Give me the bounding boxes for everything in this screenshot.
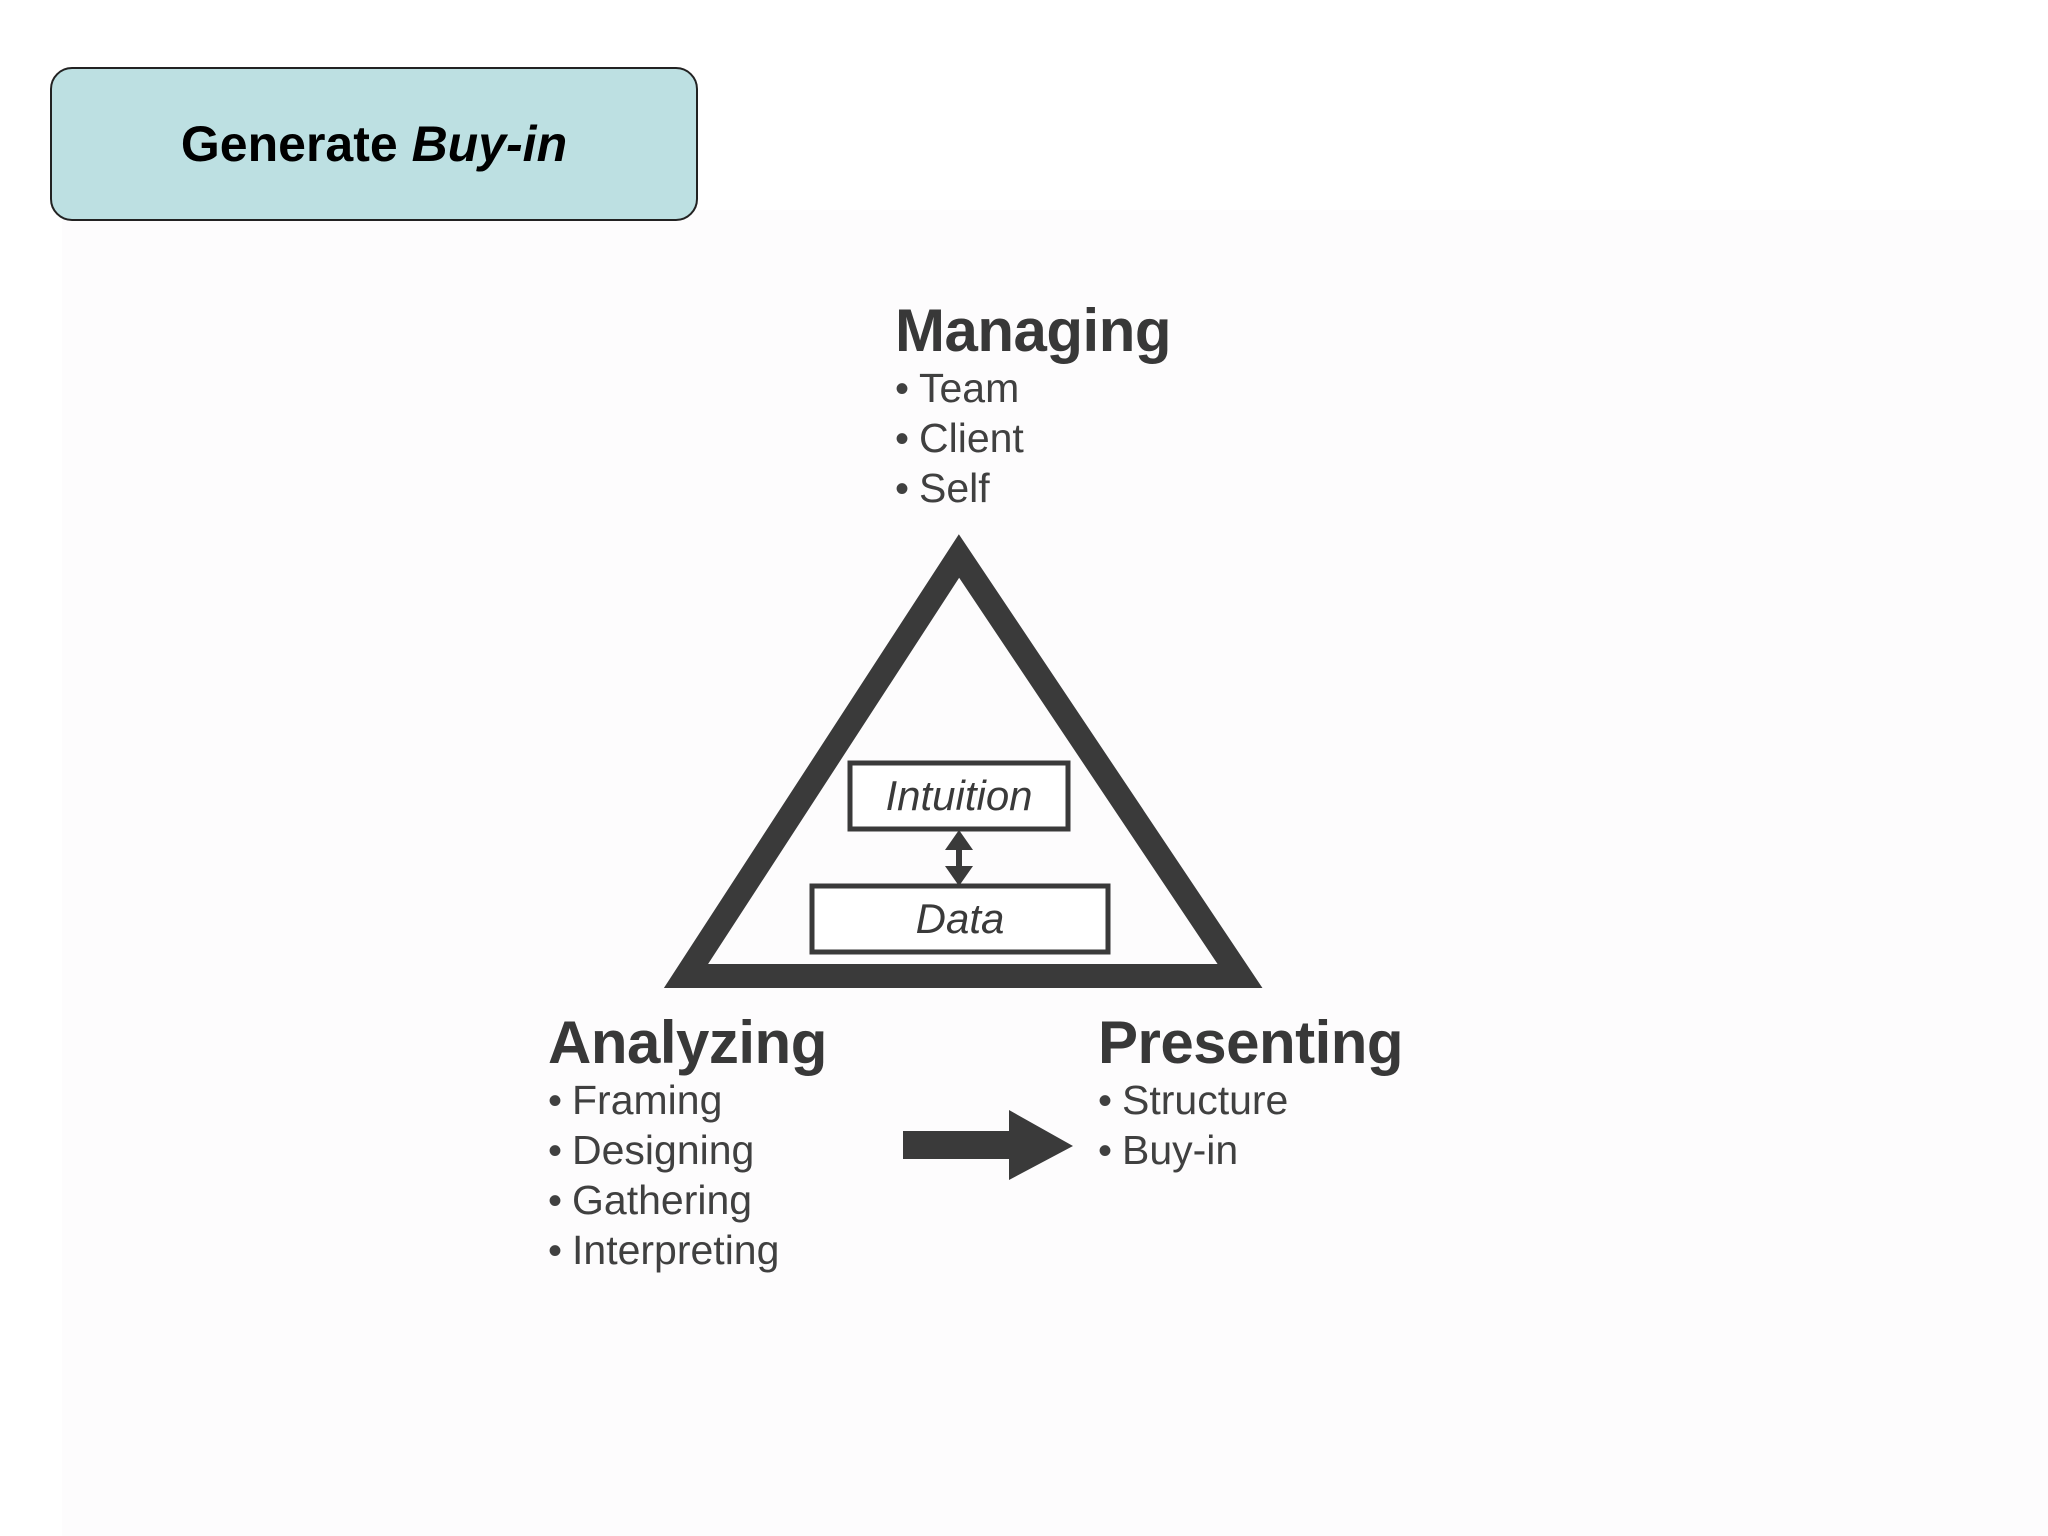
list-item: •Client <box>895 414 1171 464</box>
list-item: •Buy-in <box>1098 1126 1403 1176</box>
double-arrow-icon <box>945 830 973 886</box>
list-item: •Self <box>895 464 1171 514</box>
list-item: •Designing <box>548 1126 827 1176</box>
title-banner: Generate Buy-in <box>50 67 698 221</box>
slide-title: Generate Buy-in <box>181 115 567 173</box>
list-item: •Team <box>895 364 1171 414</box>
intuition-label: Intuition <box>885 772 1033 819</box>
presenting-title: Presenting <box>1098 1009 1404 1076</box>
title-emphasis: Buy-in <box>411 116 568 172</box>
triangle <box>663 534 1263 988</box>
title-prefix: Generate <box>180 116 412 172</box>
bullet-icon: • <box>548 1079 563 1123</box>
bullet-icon: • <box>548 1229 563 1273</box>
presenting-list: •Structure •Buy-in <box>1098 1076 1403 1176</box>
intuition-box <box>847 760 1071 832</box>
presenting-group: Presenting •Structure •Buy-in <box>1098 1009 1404 1176</box>
list-item: •Gathering <box>548 1176 827 1226</box>
bullet-icon: • <box>895 467 910 511</box>
managing-group: Managing •Team •Client •Self <box>895 297 1172 514</box>
bullet-icon: • <box>1098 1129 1113 1173</box>
bullet-icon: • <box>895 417 910 461</box>
data-label: Data <box>915 895 1005 942</box>
list-item: •Structure <box>1098 1076 1403 1126</box>
bullet-icon: • <box>548 1129 563 1173</box>
list-item: •Interpreting <box>548 1226 827 1276</box>
managing-title: Managing <box>895 297 1172 364</box>
figure-background <box>62 210 2048 1536</box>
right-arrow-icon <box>903 1110 1073 1180</box>
bullet-icon: • <box>548 1179 563 1223</box>
managing-list: •Team •Client •Self <box>895 364 1171 514</box>
data-box <box>809 883 1111 955</box>
bullet-icon: • <box>895 367 910 411</box>
analyzing-title: Analyzing <box>548 1009 827 1076</box>
analyzing-group: Analyzing •Framing •Designing •Gathering… <box>548 1010 827 1276</box>
bullet-icon: • <box>1098 1079 1113 1123</box>
list-item: •Framing <box>548 1076 827 1126</box>
analyzing-list: •Framing •Designing •Gathering •Interpre… <box>548 1076 827 1276</box>
